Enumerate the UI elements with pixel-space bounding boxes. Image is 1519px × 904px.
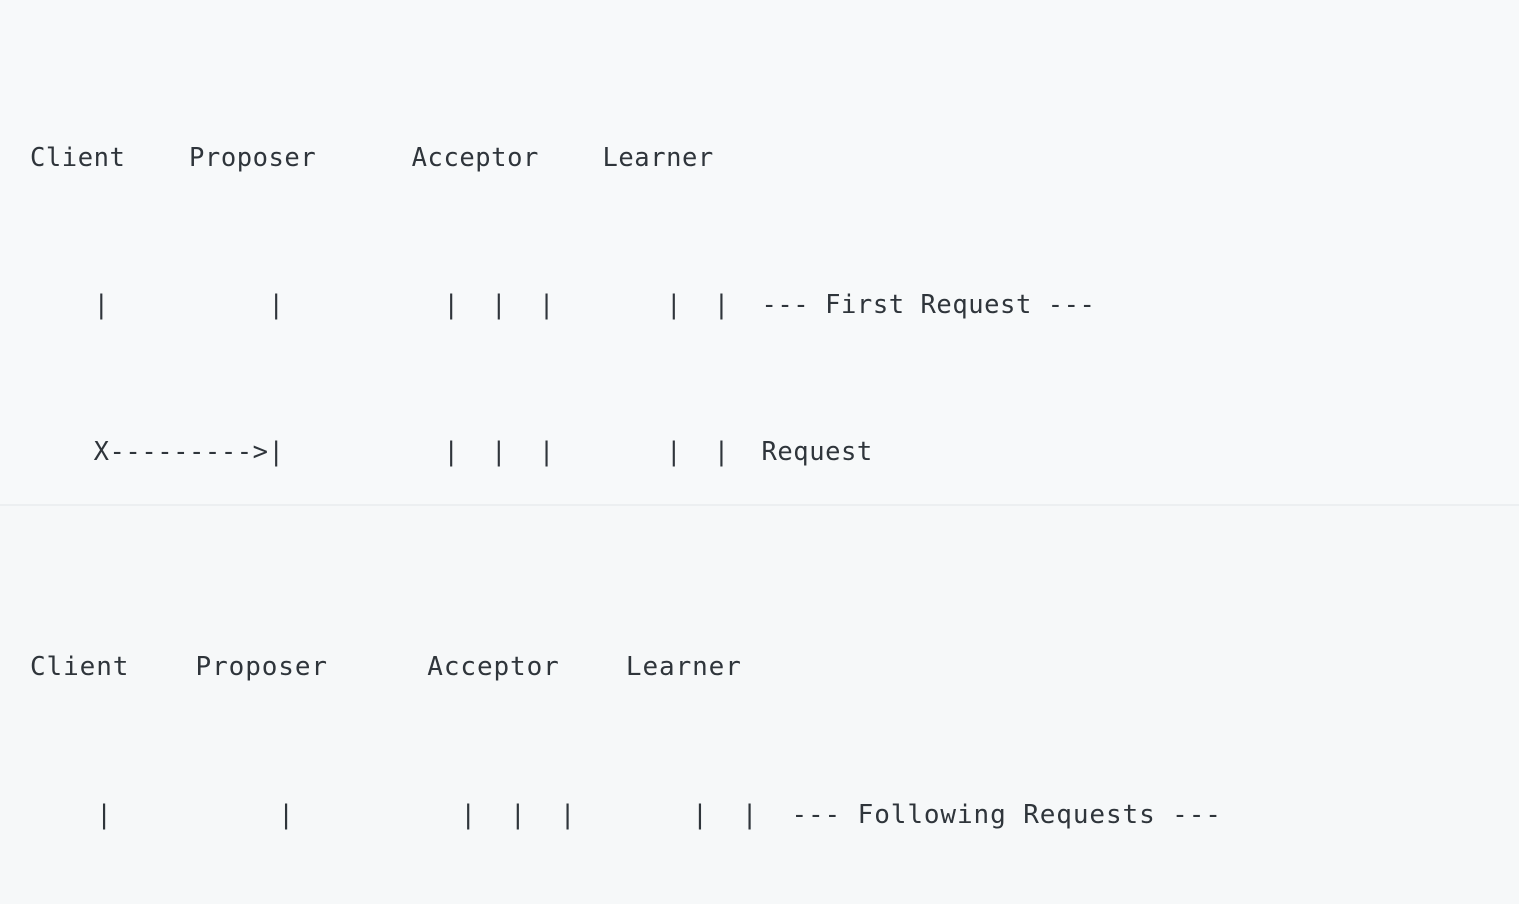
ascii-art-following-requests: Client Proposer Acceptor Learner | | | |… xyxy=(30,544,1222,904)
diagram-line: | | | | | | | --- Following Requests --- xyxy=(30,800,1222,831)
panel-first-request: Client Proposer Acceptor Learner | | | |… xyxy=(30,36,1127,504)
header-row: Client Proposer Acceptor Learner xyxy=(30,651,742,682)
diagram-line: X--------->| | | | | | Request xyxy=(30,437,873,467)
ascii-art-first-request: Client Proposer Acceptor Learner | | | |… xyxy=(30,36,1127,504)
diagram-line: | | | | | | | --- First Request --- xyxy=(30,290,1096,320)
header-row: Client Proposer Acceptor Learner xyxy=(30,143,714,173)
panel-following-requests: Client Proposer Acceptor Learner | | | |… xyxy=(0,503,1519,904)
